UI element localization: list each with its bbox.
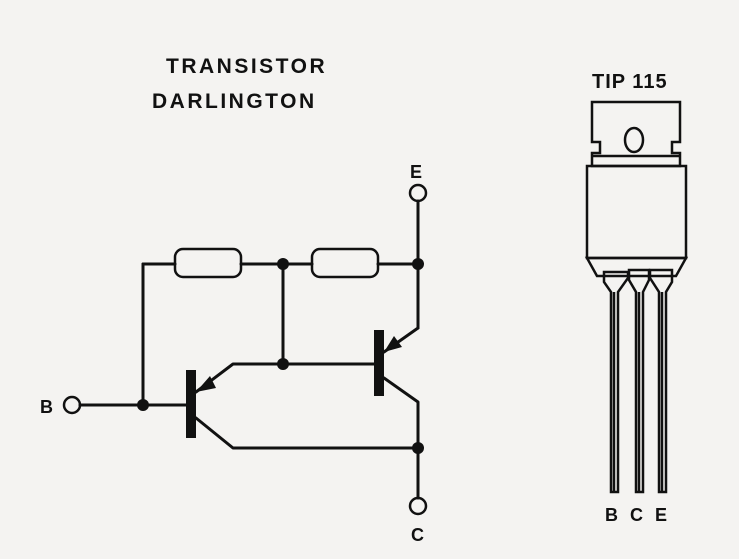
title-line-1: TRANSISTOR (166, 55, 327, 78)
junction-dot (412, 258, 424, 270)
pin-label-e: E (655, 505, 667, 525)
package-leads (602, 268, 674, 494)
collector-label: C (411, 525, 424, 545)
resistor-network (141, 247, 420, 407)
junction-dot (277, 258, 289, 270)
junction-dot (412, 442, 424, 454)
pin-label-c: C (630, 505, 643, 525)
collector-terminal (408, 496, 428, 516)
mounting-hole (623, 126, 645, 154)
junction-dot (277, 358, 289, 370)
transistor-package: TIP 115 B C E (584, 71, 689, 525)
base-terminal (62, 395, 82, 415)
emitter-terminal (408, 183, 428, 203)
junction-dot (137, 399, 149, 411)
pin-label-b: B (605, 505, 618, 525)
transistor-q1 (186, 362, 420, 450)
transistor-q2 (281, 326, 420, 500)
schematic: E B (40, 162, 428, 545)
title-line-2: DARLINGTON (152, 90, 317, 113)
base-label: B (40, 397, 53, 417)
emitter-label: E (410, 162, 422, 182)
package-body (585, 164, 688, 260)
resistor-1 (173, 247, 243, 279)
part-number: TIP 115 (592, 71, 668, 93)
resistor-2 (310, 247, 380, 279)
